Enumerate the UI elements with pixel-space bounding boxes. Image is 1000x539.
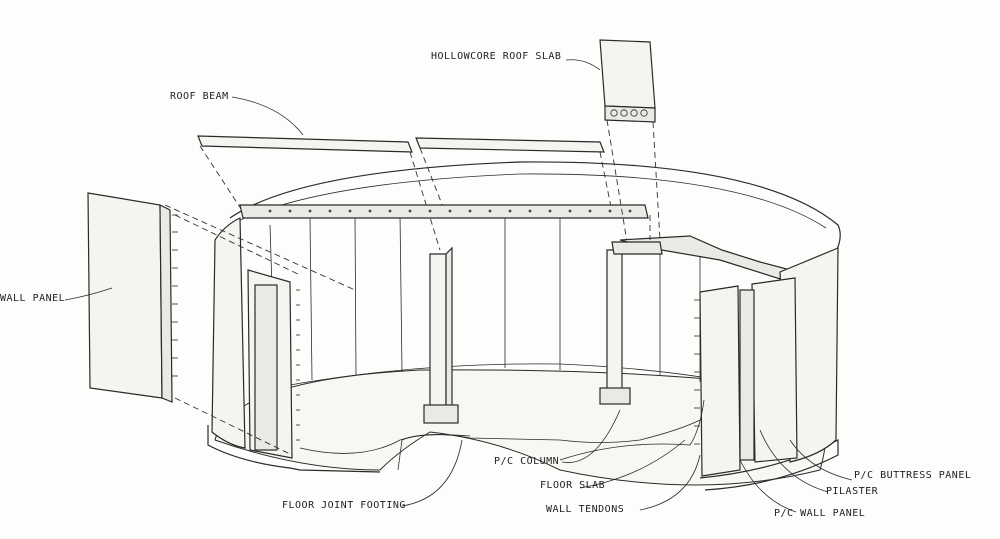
guide-beam-1 [199, 145, 246, 216]
guide-wall-panel-3 [164, 204, 356, 291]
pc-wall-panel-shape [699, 285, 741, 477]
wall-panel-exploded [87, 192, 163, 399]
pc-buttress-panel-shape [751, 277, 798, 463]
label-wall-tendons: WALL TENDONS [546, 504, 625, 515]
left-wall-outer [211, 217, 246, 449]
tank-top-rim [229, 161, 841, 263]
interior-wall-ribs [269, 213, 701, 386]
interior-floor-edge [289, 363, 721, 386]
roof-beam-right [415, 137, 605, 153]
pc-column-right [606, 249, 623, 401]
left-pilaster [254, 284, 278, 451]
label-wall-panel: WALL PANEL [0, 293, 66, 304]
guide-beam-2 [409, 151, 441, 251]
pc-column-right-cap [611, 241, 663, 255]
pilaster-shape [739, 289, 755, 461]
label-pc-column: P/C COLUMN [494, 456, 560, 467]
hollowcore-slab-exploded [599, 39, 656, 109]
base-ring [207, 425, 381, 473]
wall-tendon-curve [559, 399, 705, 461]
guide-beam-4 [599, 151, 613, 213]
pc-column-left-footing [423, 404, 459, 424]
label-floor-slab: FLOOR SLAB [540, 480, 606, 491]
base-ring-right [699, 439, 839, 491]
hollowcore-cores [610, 109, 648, 117]
floor-joint-line-2 [397, 434, 471, 471]
pc-column-left [429, 253, 447, 421]
label-hollowcore-roof-slab: HOLLOWCORE ROOF SLAB [431, 51, 562, 62]
label-pilaster: PILASTER [826, 486, 879, 497]
label-pc-buttress-panel: P/C BUTTRESS PANEL [854, 470, 972, 481]
pc-column-right-footing [599, 387, 631, 405]
hollowcore-slab-end [604, 105, 656, 123]
leader-lines [64, 59, 853, 513]
guide-beam-3 [419, 147, 446, 213]
roof-beam-holes [268, 209, 632, 213]
roof-beam-installed [239, 204, 649, 219]
label-roof-beam: ROOF BEAM [170, 91, 229, 102]
roof-beam-left [197, 135, 413, 153]
left-tendon-pins [296, 289, 300, 441]
label-pc-wall-panel: P/C WALL PANEL [774, 508, 866, 519]
guide-slab-1 [606, 119, 629, 249]
floor-slab-shape [214, 369, 827, 486]
right-tendon-pins [694, 299, 700, 445]
wall-panel-pins [172, 214, 178, 377]
pc-column-left-side [445, 246, 453, 422]
guide-wall-panel-2 [174, 397, 293, 456]
tank-top-rim-inner [235, 173, 827, 229]
guide-wall-panel-1 [174, 214, 301, 276]
guide-slab-2 [652, 121, 661, 241]
wall-panel-edge [159, 204, 173, 403]
label-floor-joint-footing: FLOOR JOINT FOOTING [282, 500, 406, 511]
floor-joint-line [299, 419, 701, 454]
